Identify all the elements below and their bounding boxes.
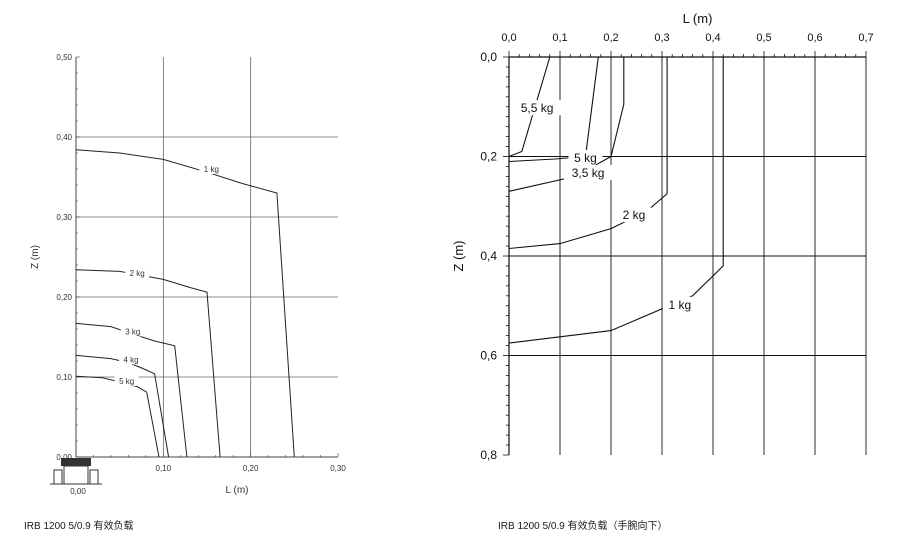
right-series-label-bg (568, 149, 603, 165)
right-xtick-label: 0,1 (552, 32, 567, 44)
right-x-axis-label: L (m) (683, 11, 713, 26)
left-ytick-label: 0,40 (56, 133, 72, 142)
right-xtick-label: 0,2 (603, 32, 618, 44)
right-y-axis-label: Z (m) (451, 240, 466, 271)
right-series-label-bg (616, 207, 651, 223)
left-series-label-bg (114, 375, 139, 386)
right-xtick-label: 0,3 (654, 32, 669, 44)
left-series-4-kg (75, 354, 170, 458)
left-series-label-5-kg: 5 kg (119, 377, 134, 386)
right-series-label-5-kg: 5 kg (574, 151, 597, 165)
left-series-label-2-kg: 2 kg (130, 269, 145, 278)
robot-base-top (61, 458, 91, 466)
right-xtick-label: 0,0 (501, 32, 516, 44)
left-series-label-3-kg: 3 kg (125, 327, 140, 336)
left-series-label-4-kg: 4 kg (123, 355, 138, 364)
right-series-1-kg (508, 57, 724, 344)
left-xtick-label: 0,20 (243, 464, 259, 473)
left-series-label-bg (125, 267, 150, 278)
right-xtick-label: 0,5 (756, 32, 771, 44)
left-series-3-kg (75, 322, 188, 458)
right-series-label-bg (564, 164, 613, 180)
right-xtick-label: 0,4 (705, 32, 720, 44)
right-series-label-bg (662, 296, 697, 312)
right-series-label-2-kg: 2 kg (623, 208, 646, 222)
left-ytick-label: 0,20 (56, 293, 72, 302)
right-xtick-label: 0,6 (807, 32, 822, 44)
right-ytick-label: 0,0 (480, 50, 497, 64)
caption-left: IRB 1200 5/0.9 有效负载 (24, 521, 134, 532)
right-ytick-label: 0,4 (480, 249, 497, 263)
left-origin-label: 0,00 (70, 487, 86, 496)
left-x-axis-label: L (m) (226, 485, 249, 496)
left-ytick-label: 0,30 (56, 213, 72, 222)
left-ytick-label: 0,10 (56, 373, 72, 382)
left-ytick-label: 0,00 (56, 453, 72, 462)
right-ytick-label: 0,8 (480, 448, 497, 462)
right-series-5-5-kg (508, 56, 551, 158)
right-xtick-label: 0,7 (858, 32, 873, 44)
right-series-label-bg (513, 100, 562, 116)
right-series-3-5-kg (508, 57, 625, 192)
left-series-2-kg (75, 269, 221, 458)
left-xtick-label: 0,30 (330, 464, 346, 473)
right-series-label-5-5-kg: 5,5 kg (521, 101, 554, 115)
left-series-label-bg (119, 353, 144, 365)
caption-right: IRB 1200 5/0.9 有效负载（手腕向下） (498, 521, 668, 532)
right-series-label-1-kg: 1 kg (669, 298, 692, 312)
left-series-label-bg (199, 163, 224, 174)
right-ytick-label: 0,6 (480, 349, 497, 363)
left-y-axis-label: Z (m) (30, 245, 41, 269)
right-series-label-3-5-kg: 3,5 kg (572, 166, 605, 180)
left-ytick-label: 0,50 (56, 53, 72, 62)
robot-base-icon (50, 458, 102, 485)
left-xtick-label: 0,10 (156, 464, 172, 473)
left-series-label-bg (120, 325, 145, 337)
left-series-label-1-kg: 1 kg (204, 165, 219, 174)
right-ytick-label: 0,2 (480, 150, 497, 164)
